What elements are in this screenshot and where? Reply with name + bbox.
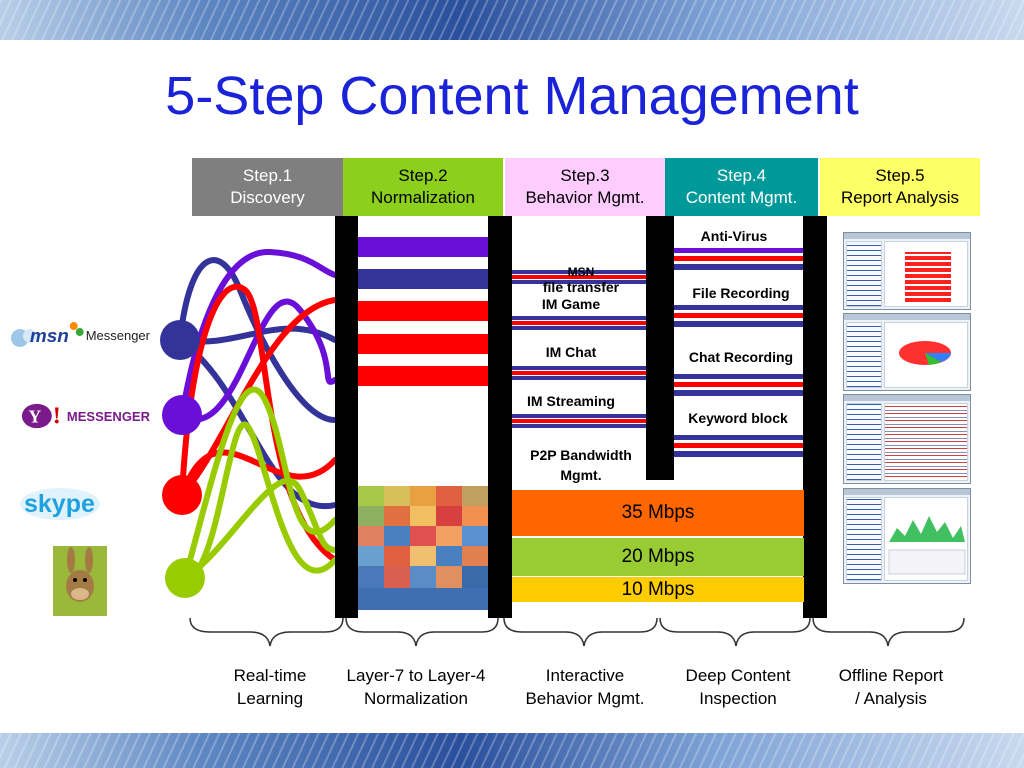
top-decorative-band <box>0 0 1024 40</box>
flow-node-navy <box>160 320 200 360</box>
behavior-msn-file-transfer: MSN file transfer <box>514 247 648 295</box>
flow-line-red-3 <box>179 449 338 498</box>
content-keyword-block: Keyword block <box>688 410 788 426</box>
bandwidth-bar-35: 35 Mbps <box>512 490 804 536</box>
bottom-label-learning: Real-time Learning <box>233 666 307 708</box>
bottom-braces <box>189 618 965 647</box>
flow-line-lime-3 <box>182 477 338 581</box>
normalization-stripe-red-2 <box>358 334 488 354</box>
report-screenshot-3 <box>843 394 971 484</box>
bandwidth-bar-10: 10 Mbps <box>512 577 804 602</box>
flow-node-red <box>162 475 202 515</box>
content-stripe-1 <box>674 248 803 270</box>
flow-line-lime-1 <box>182 386 338 581</box>
yahoo-messenger-label: MESSENGER <box>66 408 150 424</box>
step-3-header: Step.3 Behavior Mgmt. <box>505 158 665 216</box>
behavior-stripe-4 <box>512 414 646 428</box>
msn-butterfly-icon: msn <box>10 322 84 347</box>
yahoo-messenger-logo: Y ! MESSENGER <box>20 400 150 432</box>
content-chat-recording: Chat Recording <box>688 349 794 365</box>
bandwidth-bar-20: 20 Mbps <box>512 538 804 576</box>
bottom-label-normalization: Layer-7 to Layer-4 Normalization <box>346 666 486 708</box>
content-stripe-4 <box>674 435 803 457</box>
behavior-stripe-3 <box>512 366 646 380</box>
svg-text:msn: msn <box>30 326 69 347</box>
behavior-im-streaming: IM Streaming <box>527 393 615 409</box>
brace-1 <box>189 618 344 647</box>
bandwidth-20-label: 20 Mbps <box>621 546 695 567</box>
msn-messenger-label: Messenger <box>85 327 150 343</box>
behavior-file-transfer-label: file transfer <box>542 279 620 295</box>
bottom-decorative-band <box>0 733 1024 768</box>
svg-text:skype: skype <box>24 490 95 518</box>
step-1-2-divider-bar <box>335 216 358 618</box>
discovery-flow-lines <box>160 248 338 598</box>
normalization-stripe-red-3 <box>358 366 488 386</box>
report-pie-icon <box>899 341 951 365</box>
normalization-stripe-navy <box>358 269 488 289</box>
svg-text:Y: Y <box>28 407 41 427</box>
report-screenshot-1 <box>843 232 971 310</box>
behavior-stripe-2 <box>512 316 646 330</box>
flow-node-lime <box>165 558 205 598</box>
bandwidth-35-label: 35 Mbps <box>621 502 695 523</box>
flow-line-navy-3 <box>177 337 338 510</box>
step-4-header: Step.4 Content Mgmt. <box>665 158 818 216</box>
content-file-recording: File Recording <box>692 285 790 301</box>
brace-2 <box>345 618 499 647</box>
behavior-msn-prefix: MSN <box>567 265 595 279</box>
bandwidth-10-label: 10 Mbps <box>621 578 695 600</box>
normalization-stripe-red-1 <box>358 301 488 321</box>
content-stripe-2 <box>674 305 803 327</box>
bottom-label-report: Offline Report / Analysis <box>838 666 944 708</box>
step-2-header: Step.2 Normalization <box>343 158 503 216</box>
bottom-label-inspection: Deep Content Inspection <box>685 666 791 708</box>
skype-logo: skype <box>18 482 104 524</box>
content-stripe-3 <box>674 374 803 396</box>
bottom-label-behavior: Interactive Behavior Mgmt. <box>525 666 645 708</box>
brace-4 <box>659 618 811 647</box>
brace-5 <box>812 618 965 647</box>
step-4-5-divider-bar <box>803 216 827 618</box>
content-anti-virus: Anti-Virus <box>700 228 768 244</box>
normalization-stripe-purple <box>358 237 488 257</box>
behavior-stripe-1 <box>512 270 646 284</box>
flow-line-purple-2 <box>179 298 338 422</box>
report-area-chart-icon <box>888 516 966 575</box>
behavior-im-game: IM Game <box>541 296 601 312</box>
donkey-icon <box>53 546 107 616</box>
emule-logo <box>53 546 107 616</box>
yahoo-logo-icon: Y ! <box>21 402 61 429</box>
page-title: 5-Step Content Management <box>165 66 859 126</box>
report-screenshot-4 <box>843 488 971 584</box>
brace-3 <box>503 618 658 647</box>
behavior-p2p-bandwidth: P2P Bandwidth Mgmt. <box>530 447 632 483</box>
report-screenshot-2 <box>843 313 971 391</box>
svg-text:!: ! <box>53 402 61 429</box>
flow-line-red-2 <box>179 297 338 498</box>
flow-node-purple <box>162 395 202 435</box>
step-2-3-divider-bar <box>488 216 512 618</box>
step-3-4-divider-bar <box>646 216 674 480</box>
step-1-header: Step.1 Discovery <box>192 158 343 216</box>
msn-messenger-logo: msn Messenger <box>4 316 150 354</box>
behavior-im-chat: IM Chat <box>545 344 597 360</box>
step-5-header: Step.5 Report Analysis <box>820 158 980 216</box>
skype-cloud-icon: skype <box>20 488 100 520</box>
flow-line-lime-2 <box>182 421 338 582</box>
normalization-pixel-mosaic <box>358 486 488 610</box>
